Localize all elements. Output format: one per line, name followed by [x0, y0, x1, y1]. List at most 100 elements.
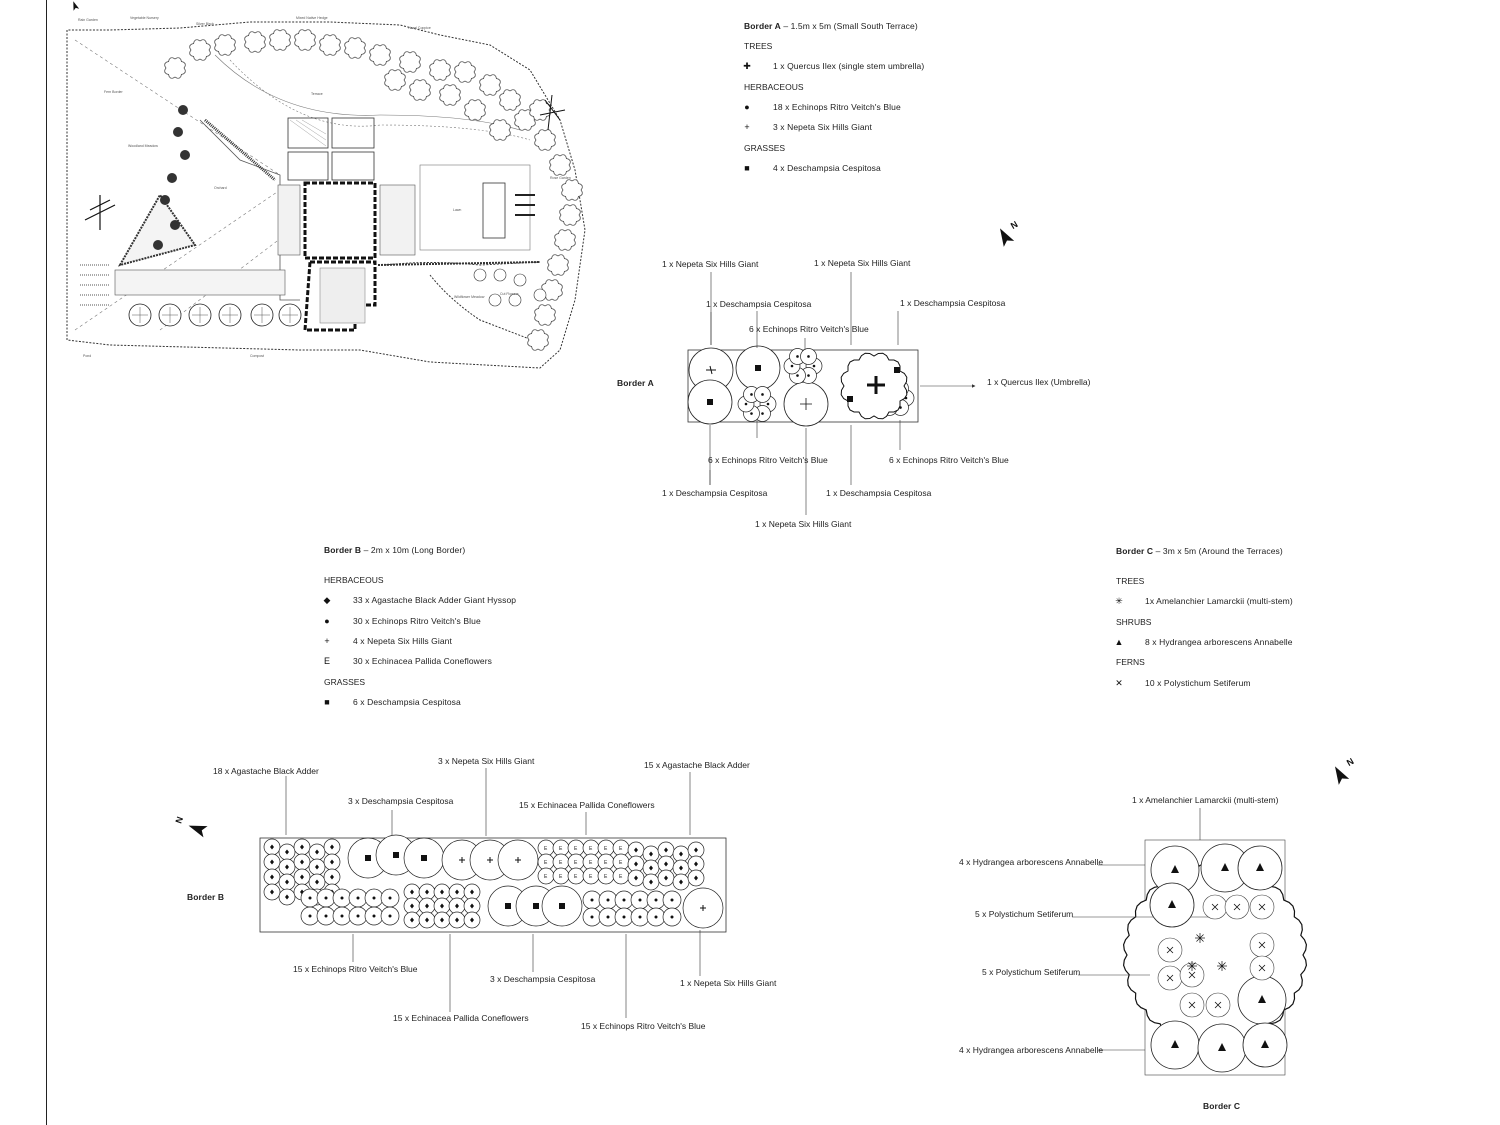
polystichum-mark [1211, 903, 1219, 911]
agastache-mark [679, 865, 683, 871]
amelanchier-stroke [1188, 962, 1196, 970]
border-a-callout-desch-2: 1 x Deschampsia Cespitosa [900, 298, 1006, 308]
echinacea-mark: E [604, 874, 608, 880]
site-plan-label: Vegetable Nursery [130, 16, 159, 20]
site-tree [189, 39, 211, 61]
north-arrow-c [1335, 766, 1350, 785]
site-orchard-tree [488, 293, 502, 307]
agastache-mark [440, 917, 444, 923]
legend-symbol-icon: ■ [744, 162, 750, 173]
border-a-callout-desch-3: 1 x Deschampsia Cespitosa [662, 488, 768, 498]
legend-symbol-icon: ✕ [1115, 677, 1123, 688]
site-tree-branch [192, 307, 208, 323]
echinacea-mark: E [559, 874, 563, 880]
page-margin-line [46, 0, 47, 1125]
agastache-mark [330, 859, 334, 865]
agastache-mark [330, 874, 334, 880]
border-a-callout-echinops-2: 6 x Echinops Ritro Veitch's Blue [708, 455, 828, 465]
border-a-callout-echinops-3: 6 x Echinops Ritro Veitch's Blue [889, 455, 1009, 465]
north-arrow-a [1000, 228, 1015, 247]
echinacea-mark: E [619, 874, 623, 880]
north-arrow-site [73, 1, 80, 11]
agastache-mark [440, 903, 444, 909]
hydrangea-mark [1171, 1040, 1179, 1048]
site-tree-branch [282, 307, 298, 323]
echinops-dot [308, 914, 312, 918]
agastache-mark [694, 875, 698, 881]
echinops-dot [356, 896, 360, 900]
echinacea-mark: E [574, 874, 578, 880]
agastache-mark [425, 917, 429, 923]
deschampsia-mark [421, 855, 427, 861]
site-shrub [170, 220, 180, 230]
echinacea-mark: E [559, 860, 563, 866]
agastache-mark [270, 889, 274, 895]
agastache-mark [410, 917, 414, 923]
border-b-callout-nepeta-2: 1 x Nepeta Six Hills Giant [680, 978, 777, 988]
echinacea-mark: E [574, 846, 578, 852]
site-tree [429, 59, 451, 81]
site-tree [409, 79, 431, 101]
legend-symbol-icon: ✳ [1115, 596, 1123, 607]
site-tree [561, 179, 583, 201]
legend-section-header: HERBACEOUS [744, 81, 804, 92]
echinops-dot [324, 914, 328, 918]
agastache-mark [270, 844, 274, 850]
echinops-dot [807, 355, 810, 358]
site-plan-label: Hazel Coppice [408, 26, 431, 30]
legend-item: 1x Amelanchier Lamarckii (multi-stem) [1145, 596, 1293, 607]
border-b-callout-echinops-2: 15 x Echinops Ritro Veitch's Blue [581, 1021, 706, 1031]
site-plan-label: Fern Border [104, 90, 123, 94]
border-c-callout-hydrangea-1: 4 x Hydrangea arborescens Annabelle [959, 857, 1104, 867]
echinops-dot [324, 896, 328, 900]
echinops-dot [796, 355, 799, 358]
echinops-dot [372, 896, 376, 900]
legend-section-header: FERNS [1116, 657, 1145, 668]
legend-item: 4 x Nepeta Six Hills Giant [353, 635, 452, 646]
agastache-mark [455, 917, 459, 923]
legend-section-header: TREES [744, 41, 773, 51]
site-plan-label: Wildflower Meadow [454, 295, 485, 299]
agastache-mark [694, 847, 698, 853]
echinops-dot [622, 915, 626, 919]
site-tree [344, 37, 366, 59]
agastache-mark [425, 889, 429, 895]
amelanchier-stroke [1196, 934, 1204, 942]
echinops-dot [807, 374, 810, 377]
border-b-title: Border B [324, 545, 362, 555]
site-shrub [167, 173, 177, 183]
agastache-mark [649, 851, 653, 857]
agastache-mark [410, 889, 414, 895]
legend-item: 18 x Echinops Ritro Veitch's Blue [773, 101, 901, 112]
agastache-mark [679, 879, 683, 885]
legend-symbol-icon: E [323, 656, 330, 667]
agastache-mark [440, 889, 444, 895]
legend-item: 3 x Nepeta Six Hills Giant [773, 122, 872, 133]
legend-item: 8 x Hydrangea arborescens Annabelle [1145, 636, 1293, 647]
echinops-dot [766, 402, 770, 406]
echinops-dot [590, 915, 594, 919]
agastache-mark [455, 889, 459, 895]
border-c-title: Border C [1116, 546, 1154, 556]
legend-symbol-icon: + [324, 635, 330, 646]
legend-item: 33 x Agastache Black Adder Giant Hyssop [353, 595, 517, 606]
agastache-mark [315, 849, 319, 855]
amelanchier-stroke [1218, 962, 1226, 970]
agastache-mark [285, 879, 289, 885]
border-b-callout-desch-1: 3 x Deschampsia Cespitosa [348, 796, 454, 806]
agastache-mark [315, 879, 319, 885]
echinacea-mark: E [589, 874, 593, 880]
polystichum-mark [1188, 971, 1196, 979]
echinops-dot [638, 898, 642, 902]
polystichum-mark [1258, 903, 1266, 911]
agastache-mark [649, 865, 653, 871]
agastache-mark [470, 889, 474, 895]
agastache-mark [270, 874, 274, 880]
echinops-dot [590, 898, 594, 902]
border-c-plan [1072, 808, 1308, 1076]
echinacea-mark: E [589, 860, 593, 866]
echinops-dot [340, 896, 344, 900]
site-tree [549, 154, 571, 176]
